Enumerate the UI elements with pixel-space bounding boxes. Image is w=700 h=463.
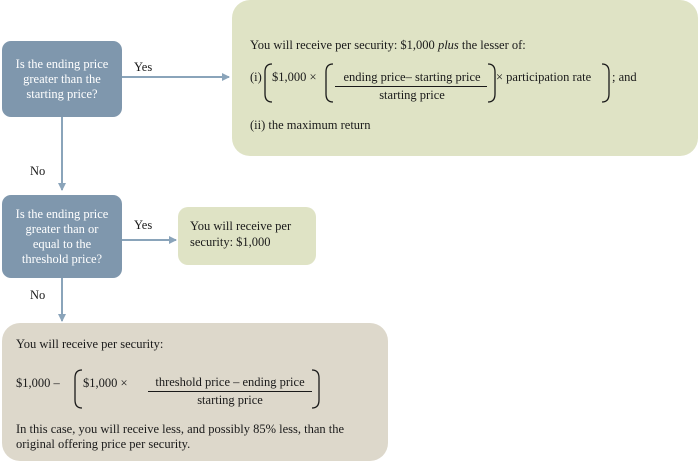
outcome-loss-numerator: threshold price – ending price (155, 375, 305, 389)
outcome-upside-intro-suffix: the lesser of: (461, 38, 526, 52)
outcome-loss-payment: You will receive per security: $1,000 – … (2, 323, 388, 461)
outcome-loss-brackets (74, 369, 320, 409)
outcome-loss-amount-inner: $1,000 × (83, 376, 128, 390)
edge-label-q1-no: No (30, 164, 46, 178)
outcome-upside-fraction-bar (335, 86, 487, 87)
outcome-principal-return: You will receive per security: $1,000 (178, 207, 316, 265)
outcome-upside-times-participation: × participation rate (496, 70, 592, 84)
outcome-upside-brackets (264, 63, 610, 103)
outcome-principal-return-text: You will receive per security: $1,000 (190, 219, 292, 249)
decision-ending-vs-starting: Is the ending price greater than the sta… (2, 41, 122, 117)
outcome-loss-amount-prefix: $1,000 – (16, 376, 60, 390)
outcome-upside-intro-plus: plus (437, 38, 459, 52)
decision-ending-vs-threshold: Is the ending price greater than or equa… (2, 195, 122, 278)
outcome-upside-item-i-end: ; and (612, 70, 637, 84)
inner-right-bracket (487, 63, 496, 103)
outer-left-bracket (264, 63, 273, 103)
outcome-upside-item-i-amount: $1,000 × (272, 70, 317, 84)
loss-left-bracket (74, 369, 83, 409)
edge-label-q2-yes: Yes (134, 218, 153, 232)
outcome-upside-numerator: ending price– starting price (343, 70, 481, 84)
outcome-upside-item-i-label: (i) (250, 70, 262, 84)
outer-right-bracket (601, 63, 610, 103)
outcome-loss-denominator: starting price (197, 393, 263, 407)
outcome-loss-intro: You will receive per security: (16, 337, 164, 351)
outcome-upside-payment: You will receive per security: $1,000 pl… (232, 0, 698, 156)
edge-label-q2-no: No (30, 288, 46, 302)
edge-label-q1-yes: Yes (134, 60, 153, 74)
outcome-loss-note: In this case, you will receive less, and… (16, 422, 345, 451)
inner-left-bracket (325, 63, 334, 103)
decision-ending-vs-starting-text: Is the ending price greater than the sta… (15, 56, 109, 101)
loss-right-bracket (311, 369, 320, 409)
decision-ending-vs-threshold-text: Is the ending price greater than or equa… (15, 206, 109, 266)
outcome-loss-fraction-bar (148, 391, 312, 392)
outcome-upside-intro: You will receive per security: $1,000 pl… (250, 38, 526, 53)
outcome-upside-item-ii: (ii) the maximum return (250, 118, 371, 132)
outcome-upside-intro-prefix: You will receive per security: $1,000 (250, 38, 435, 52)
outcome-upside-denominator: starting price (379, 88, 445, 102)
